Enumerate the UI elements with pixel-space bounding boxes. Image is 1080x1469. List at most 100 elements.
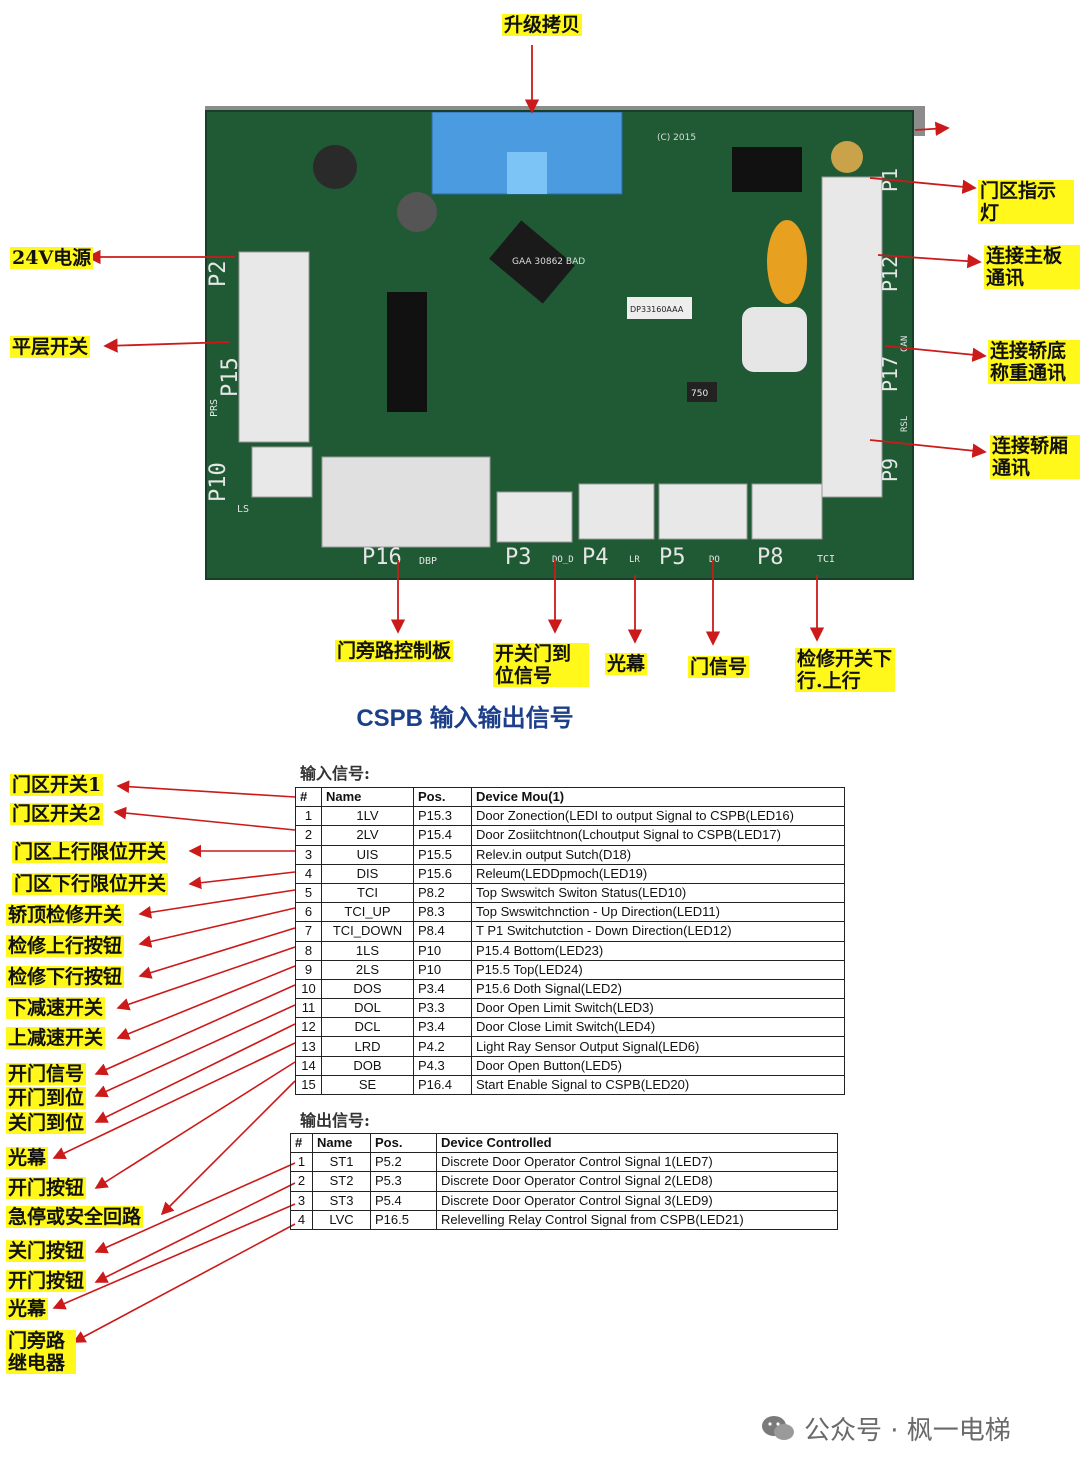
cell-index: 3 [290, 1190, 313, 1211]
side-label-1: 门区开关1 [10, 774, 104, 796]
arrow-t12 [94, 1023, 296, 1123]
wechat-icon [762, 1416, 794, 1440]
cell-pos: P8.4 [413, 921, 472, 942]
wechat-footer: 公众号 · 枫一电梯 [760, 1408, 1060, 1448]
silk-rsl: RSL [900, 416, 910, 432]
silk-p15: P15 [218, 357, 243, 397]
cell-index: 14 [295, 1055, 322, 1076]
silk-tci: TCI [817, 554, 835, 565]
silk-p3: P3 [505, 545, 532, 570]
side-label-4: 门区下行限位开关 [12, 873, 169, 895]
cell-pos: P10 [413, 940, 472, 961]
cell-pos: P10 [413, 959, 472, 980]
cell-name: ST1 [312, 1152, 371, 1173]
footer-text: 公众号 · 枫一电梯 [804, 1415, 1011, 1446]
cell-device: Door Zonection(LEDI to output Signal to … [471, 806, 845, 827]
cell-index: 2 [295, 825, 322, 846]
connector-right-bank [821, 176, 883, 498]
side-label-3: 门区上行限位开关 [12, 841, 169, 863]
label-inspection-switch: 检修开关下行.上行 [795, 648, 895, 692]
cell-device: P15.6 Doth Signal(LED2) [471, 978, 845, 1000]
cell-name: ST2 [312, 1171, 371, 1192]
resistor-label: 750 [691, 389, 708, 399]
output-section-title: 输出信号: [300, 1111, 370, 1130]
cell-device: Door Open Button(LED5) [471, 1055, 845, 1076]
side-label-18: 光幕 [6, 1298, 49, 1320]
side-label-15: 急停或安全回路 [6, 1206, 144, 1228]
cell-device: P15.4 Bottom(LED23) [471, 940, 845, 961]
cell-pos: P15.5 [413, 844, 472, 865]
table-header-row: # Name Pos. Device Controlled [290, 1132, 838, 1154]
cell-device: Door Open Limit Switch(LED3) [471, 998, 845, 1019]
silk-p12: P12 [878, 256, 902, 292]
side-label-17: 开门按钮 [6, 1270, 87, 1292]
arrow-o2 [94, 1182, 296, 1283]
col-pos: Pos. [413, 786, 472, 808]
cell-device: Discrete Door Operator Control Signal 2(… [436, 1171, 838, 1192]
cell-pos: P5.4 [370, 1190, 437, 1211]
cell-index: 4 [290, 1209, 313, 1230]
side-label-11: 开门到位 [6, 1087, 87, 1109]
label-light-curtain: 光幕 [605, 653, 648, 675]
label-load-weigh-comm: 连接轿底称重通讯 [988, 340, 1080, 384]
cell-device: Relev.in output Sutch(D18) [471, 844, 845, 865]
silk-dbp: DBP [419, 556, 437, 567]
cell-device: Door Close Limit Switch(LED4) [471, 1017, 845, 1038]
cell-pos: P3.4 [413, 1017, 472, 1038]
side-label-19: 门旁路继电器 [6, 1330, 76, 1374]
chip-text: GAA 30862 BAD [512, 257, 585, 267]
connector-p5 [658, 483, 748, 540]
side-label-5: 轿顶检修开关 [6, 904, 125, 926]
cell-name: LVC [312, 1209, 371, 1230]
arrow-t9 [116, 965, 296, 1040]
silk-p2: P2 [207, 261, 231, 288]
label-24v: 24V电源 [10, 247, 94, 269]
cell-name: UIS [321, 844, 414, 865]
label-car-comm: 连接轿厢通讯 [990, 435, 1080, 479]
cell-index: 13 [295, 1036, 322, 1057]
label-mainboard-comm: 连接主板通讯 [984, 245, 1080, 289]
cell-device: Start Enable Signal to CSPB(LED20) [471, 1074, 845, 1096]
cell-name: 1LV [321, 806, 414, 827]
connector-p8 [751, 483, 823, 540]
cell-device: Door Zosiitchtnon(Lchoutput Signal to CS… [471, 825, 845, 846]
col-name: Name [321, 786, 414, 808]
cell-name: 2LS [321, 959, 414, 980]
cell-name: DOL [321, 998, 414, 1019]
cell-index: 7 [295, 921, 322, 942]
cell-index: 6 [295, 902, 322, 923]
col-device: Device Mou(1) [471, 786, 845, 808]
cell-pos: P3.4 [413, 978, 472, 1000]
resistor [687, 382, 717, 402]
cell-pos: P5.2 [370, 1152, 437, 1173]
side-label-8: 下减速开关 [6, 997, 106, 1019]
arrow-t7 [138, 927, 296, 979]
cell-pos: P5.3 [370, 1171, 437, 1192]
copyright: (C) 2015 [657, 133, 696, 143]
arrow-o4 [72, 1223, 296, 1343]
col-device: Device Controlled [436, 1132, 838, 1154]
part-sticker [627, 297, 692, 319]
cell-pos: P4.2 [413, 1036, 472, 1057]
arrow-t14 [94, 1061, 296, 1189]
side-label-13: 光幕 [6, 1147, 49, 1169]
arrow-t4 [188, 871, 296, 890]
cell-index: 2 [290, 1171, 313, 1192]
board-drawing: GAA 30862 BAD 750 DP33160AAA (C) 2015 P2 [207, 112, 910, 570]
cell-pos: P15.3 [413, 806, 472, 827]
mount-hole [831, 141, 863, 173]
main-chip [489, 220, 575, 304]
cell-device: Top Swswitch Switon Status(LED10) [471, 882, 845, 904]
cell-index: 1 [290, 1152, 313, 1173]
part-sticker-text: DP33160AAA [630, 305, 684, 314]
cell-name: DOS [321, 978, 414, 1000]
cell-name: DOB [321, 1055, 414, 1076]
cell-name: TCI_DOWN [321, 921, 414, 942]
